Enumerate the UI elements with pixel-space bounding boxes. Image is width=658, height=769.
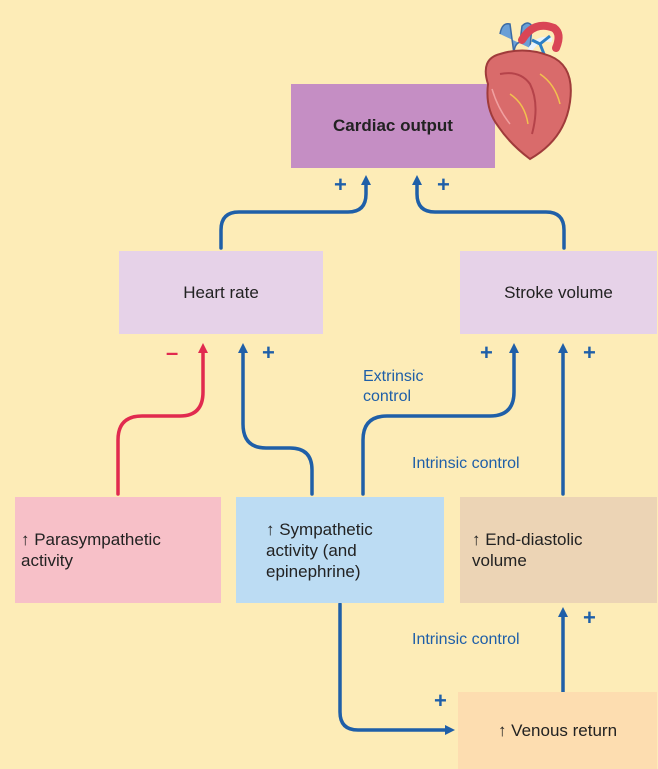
- extrinsic-control-label: Extrinsic control: [363, 367, 463, 407]
- plus-sign-vr-to-edv: +: [583, 607, 596, 629]
- stroke-volume-box: Stroke volume: [460, 251, 657, 334]
- plus-sign-sv-to-co: +: [437, 174, 450, 196]
- heart-icon: [470, 14, 580, 164]
- plus-sign-symp-to-sv: +: [480, 342, 493, 364]
- plus-sign-symp-to-hr: +: [262, 342, 275, 364]
- venous-return-label: ↑ Venous return: [498, 721, 617, 741]
- arrow-symp-to-hr: [243, 348, 312, 494]
- sympathetic-label: ↑ Sympathetic activity (and epinephrine): [266, 519, 396, 582]
- parasympathetic-label: ↑ Parasympathetic activity: [21, 529, 191, 571]
- venous-return-box: ↑ Venous return: [458, 692, 657, 769]
- heart-rate-box: Heart rate: [119, 251, 323, 334]
- cardiac-output-box: Cardiac output: [291, 84, 495, 168]
- stroke-volume-label: Stroke volume: [504, 283, 613, 303]
- sympathetic-box: ↑ Sympathetic activity (and epinephrine): [236, 497, 444, 603]
- end-diastolic-volume-box: ↑ End-diastolic volume: [460, 497, 657, 603]
- plus-sign-edv-to-sv: +: [583, 342, 596, 364]
- end-diastolic-volume-label: ↑ End-diastolic volume: [472, 529, 607, 571]
- minus-sign-para-to-hr: –: [166, 342, 178, 364]
- heart-rate-label: Heart rate: [183, 283, 259, 303]
- cardiac-output-label: Cardiac output: [333, 116, 453, 136]
- plus-sign-symp-to-vr: +: [434, 690, 447, 712]
- intrinsic-control-label-upper: Intrinsic control: [410, 454, 522, 474]
- intrinsic-control-label-lower: Intrinsic control: [410, 630, 522, 650]
- parasympathetic-box: ↑ Parasympathetic activity: [15, 497, 221, 603]
- arrow-para-to-hr: [118, 348, 203, 494]
- plus-sign-hr-to-co: +: [334, 174, 347, 196]
